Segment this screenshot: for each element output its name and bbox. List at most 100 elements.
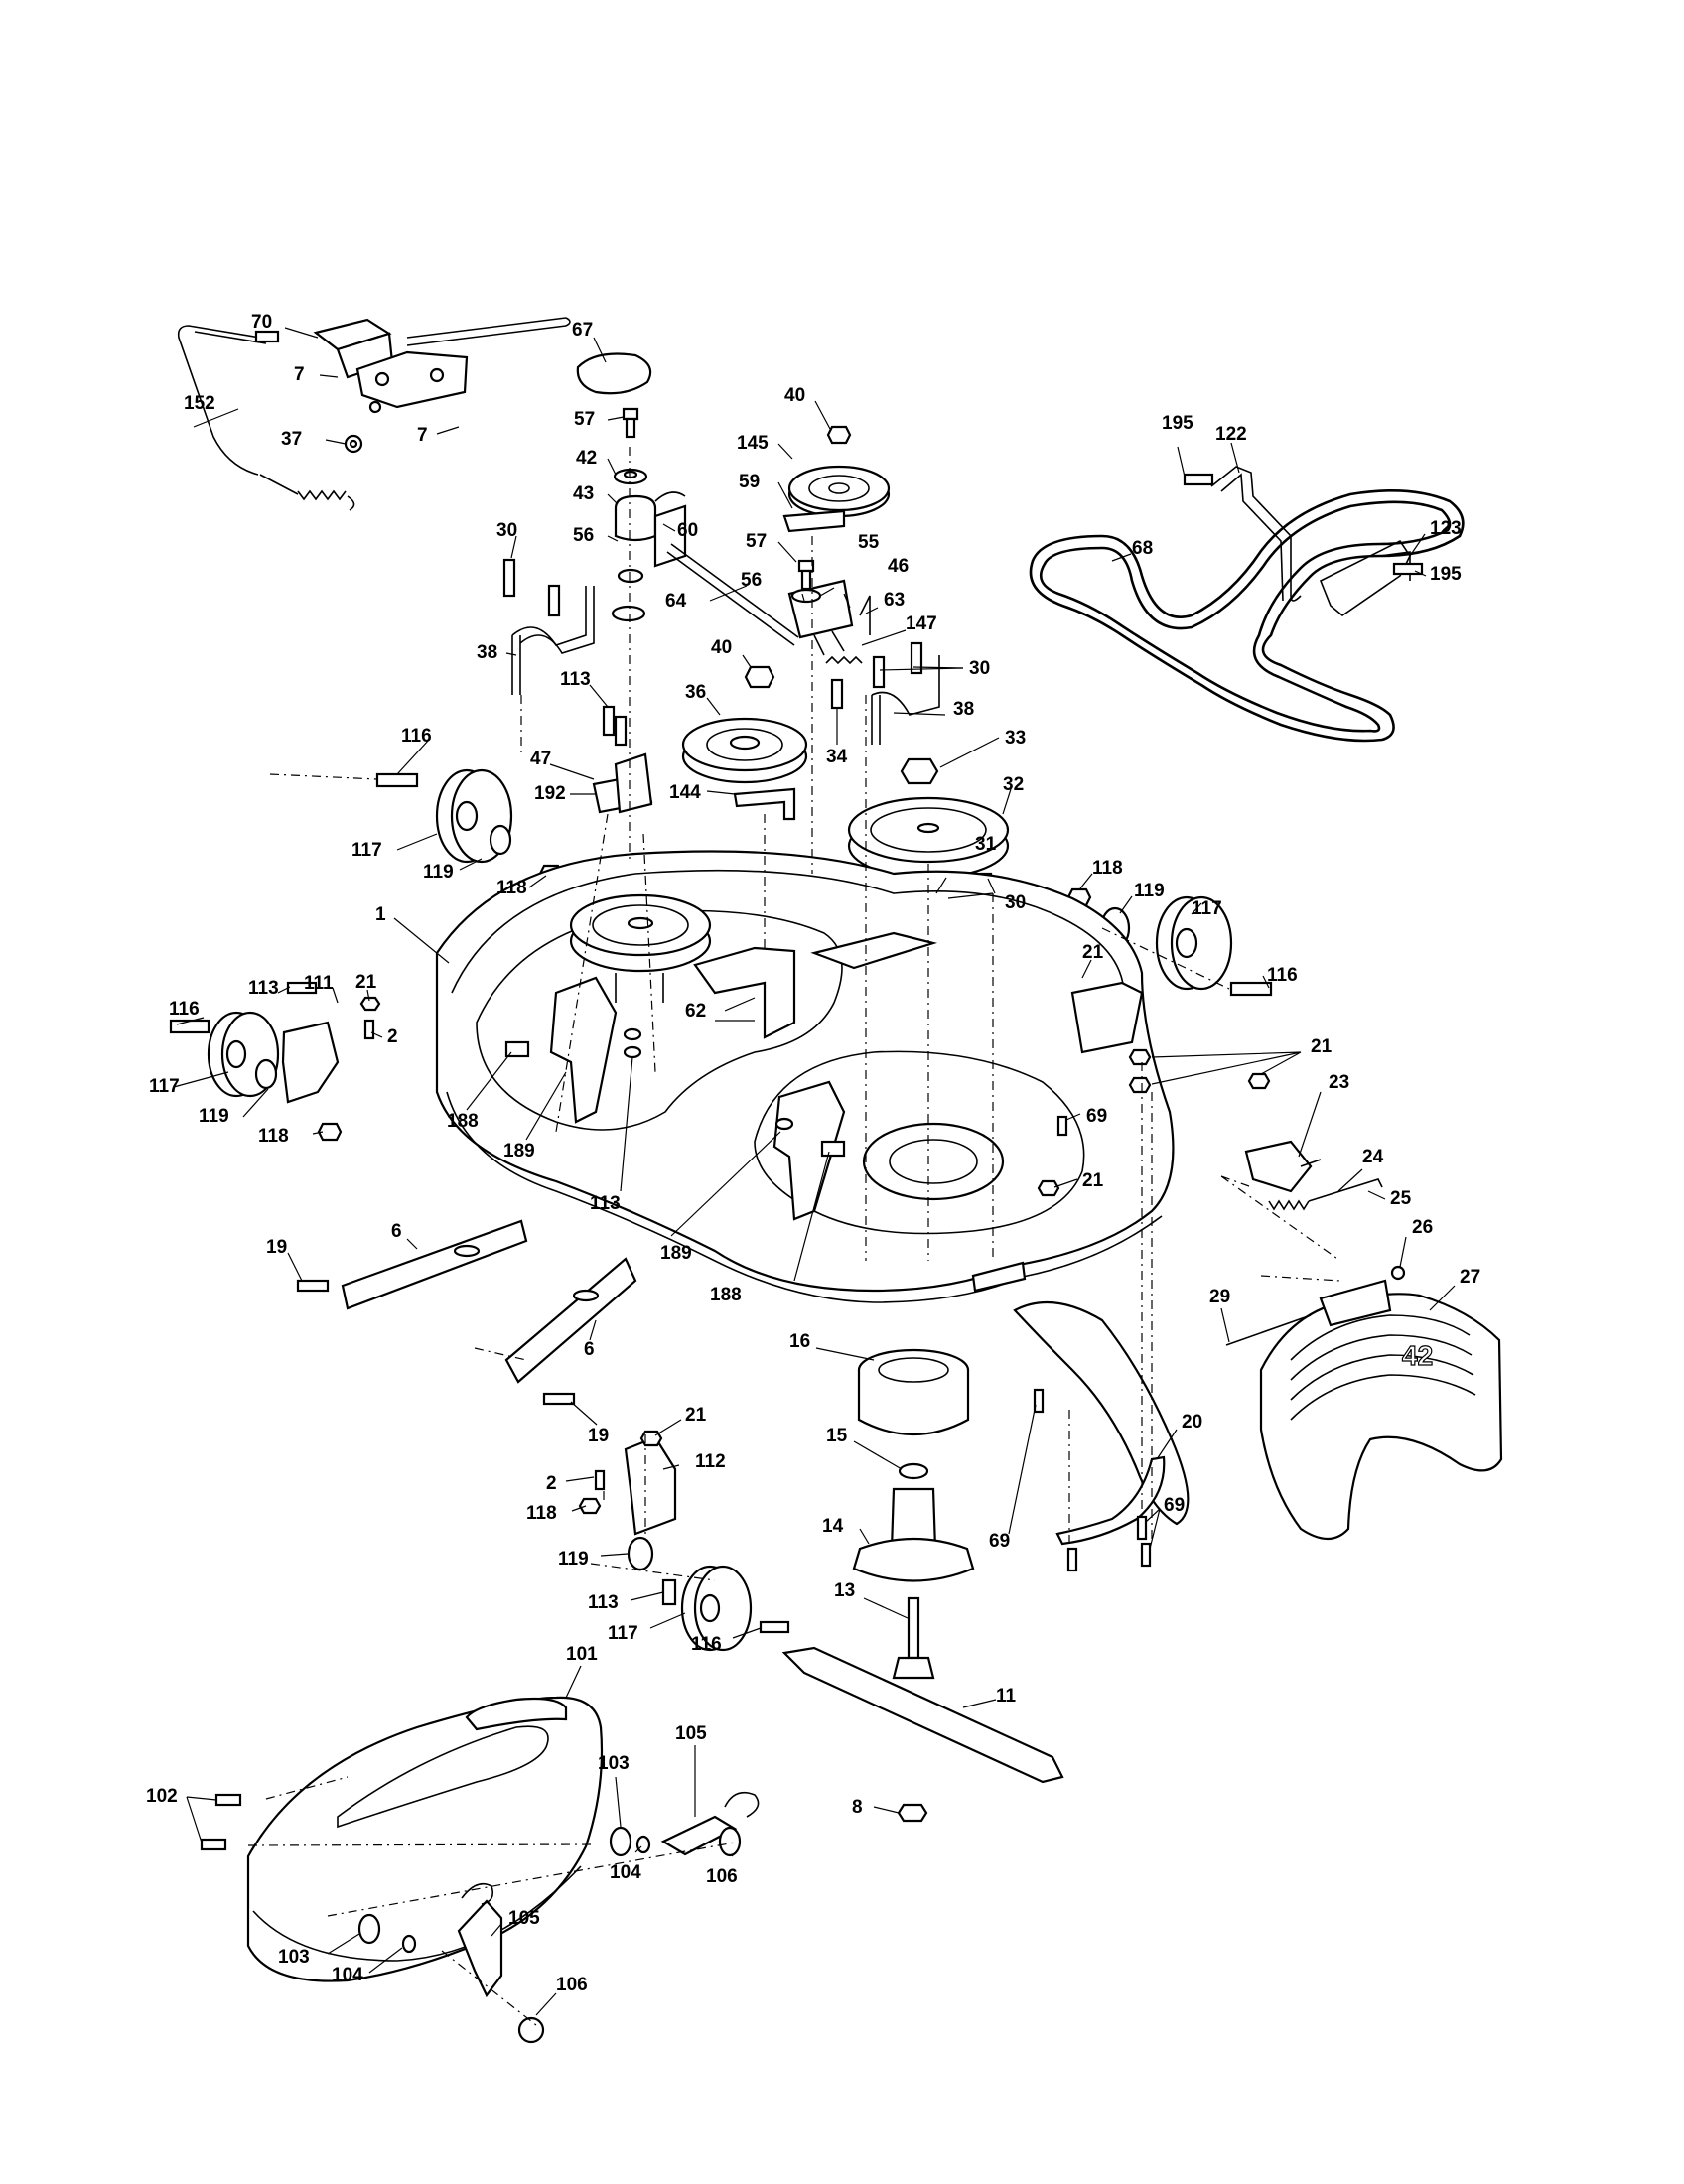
- callout-27: 27: [1460, 1267, 1480, 1288]
- callout-152: 152: [184, 393, 215, 414]
- callout-105: 105: [508, 1908, 540, 1929]
- callout-119: 119: [1134, 881, 1165, 901]
- mulch-cover: [246, 1696, 604, 1982]
- callout-64: 64: [665, 591, 687, 612]
- leader-lines: [173, 327, 1456, 2016]
- callout-118: 118: [1092, 858, 1123, 879]
- callout-15: 15: [826, 1426, 848, 1446]
- callout-30: 30: [496, 520, 517, 541]
- callout-20: 20: [1182, 1412, 1202, 1433]
- callout-24: 24: [1362, 1147, 1384, 1167]
- drive-belt: [1029, 488, 1465, 743]
- mower-blade: [781, 1646, 1064, 1784]
- height-knob: [576, 352, 652, 395]
- callout-117: 117: [608, 1623, 638, 1644]
- callout-103: 103: [278, 1947, 310, 1968]
- callout-118: 118: [258, 1126, 289, 1147]
- callout-195: 195: [1430, 564, 1462, 585]
- callout-56: 56: [573, 525, 594, 546]
- callout-104: 104: [610, 1862, 641, 1883]
- callout-38: 38: [953, 699, 974, 720]
- callout-192: 192: [534, 783, 566, 804]
- callout-62: 62: [685, 1001, 706, 1022]
- callout-labels: 70 67 7 7 152 37 57 42 43 56 60 64 40 14…: [146, 312, 1480, 1995]
- callout-21: 21: [1311, 1036, 1333, 1057]
- callout-67: 67: [572, 320, 593, 341]
- callout-117: 117: [351, 840, 382, 861]
- callout-103: 103: [598, 1753, 630, 1774]
- callout-116: 116: [169, 999, 200, 1020]
- callout-19: 19: [266, 1237, 287, 1258]
- callout-21: 21: [1082, 942, 1104, 963]
- callout-34: 34: [826, 747, 848, 767]
- idler-pulley-top: [787, 425, 891, 518]
- callout-8: 8: [852, 1797, 863, 1818]
- callout-40: 40: [784, 385, 805, 406]
- callout-6: 6: [391, 1221, 402, 1242]
- callout-59: 59: [739, 472, 760, 492]
- callout-117: 117: [149, 1076, 180, 1097]
- gauge-wheel-bottom: [578, 1430, 790, 1652]
- callout-2: 2: [546, 1473, 557, 1494]
- callout-189: 189: [660, 1243, 692, 1264]
- callout-104: 104: [332, 1965, 363, 1985]
- gauge-wheel-right: [1066, 887, 1273, 997]
- callout-116: 116: [691, 1634, 722, 1655]
- mower-deck-housing: [435, 850, 1175, 1303]
- callout-195: 195: [1162, 413, 1193, 434]
- deck-link-arm-lower: [504, 1257, 637, 1384]
- callout-101: 101: [566, 1644, 598, 1665]
- alignment-lines: [247, 447, 1341, 2026]
- callout-113: 113: [590, 1193, 621, 1214]
- callout-25: 25: [1390, 1188, 1412, 1209]
- callout-113: 113: [560, 669, 591, 690]
- callout-147: 147: [906, 614, 937, 634]
- callout-102: 102: [146, 1786, 178, 1807]
- callout-60: 60: [677, 520, 698, 541]
- idler-bracket: [787, 559, 871, 665]
- callout-47: 47: [530, 749, 551, 769]
- deck-link-arm-upper: [341, 1219, 528, 1310]
- callout-117: 117: [1192, 898, 1222, 919]
- callout-122: 122: [1215, 424, 1247, 445]
- spindle-pulley-32: [847, 757, 1010, 918]
- callout-2: 2: [387, 1026, 398, 1047]
- callout-113: 113: [248, 978, 279, 999]
- callout-16: 16: [789, 1331, 810, 1352]
- callout-56: 56: [741, 570, 762, 591]
- idler-pulley-36: [681, 717, 808, 784]
- callout-69: 69: [1164, 1495, 1185, 1516]
- belt-guide: [1183, 466, 1424, 617]
- callout-188: 188: [710, 1285, 742, 1305]
- callout-111: 111: [304, 973, 334, 994]
- callout-55: 55: [858, 532, 880, 553]
- callout-43: 43: [573, 483, 594, 504]
- callout-106: 106: [706, 1866, 738, 1887]
- callout-68: 68: [1132, 538, 1153, 559]
- discharge-chute: 42: [1225, 1279, 1503, 1541]
- callout-106: 106: [556, 1975, 588, 1995]
- callout-33: 33: [1005, 728, 1026, 749]
- callout-63: 63: [884, 590, 905, 611]
- callout-145: 145: [737, 433, 769, 454]
- gauge-wheel-top-left: [375, 768, 564, 884]
- callout-69: 69: [1086, 1106, 1107, 1127]
- callout-119: 119: [423, 862, 454, 883]
- callout-26: 26: [1412, 1217, 1433, 1238]
- callout-189: 189: [503, 1141, 535, 1161]
- callout-19: 19: [588, 1426, 609, 1446]
- callout-116: 116: [1267, 965, 1298, 986]
- callout-40: 40: [711, 637, 732, 658]
- callout-42: 42: [576, 448, 597, 469]
- callout-119: 119: [558, 1549, 589, 1570]
- callout-144: 144: [669, 782, 701, 803]
- lift-bracket-assembly: [313, 317, 571, 414]
- callout-112: 112: [695, 1451, 726, 1472]
- callout-30: 30: [969, 658, 990, 679]
- artwork: 42: [169, 317, 1503, 2044]
- deck-hanger-rods-left: [502, 558, 595, 695]
- callout-29: 29: [1209, 1287, 1230, 1307]
- callout-6: 6: [584, 1339, 595, 1360]
